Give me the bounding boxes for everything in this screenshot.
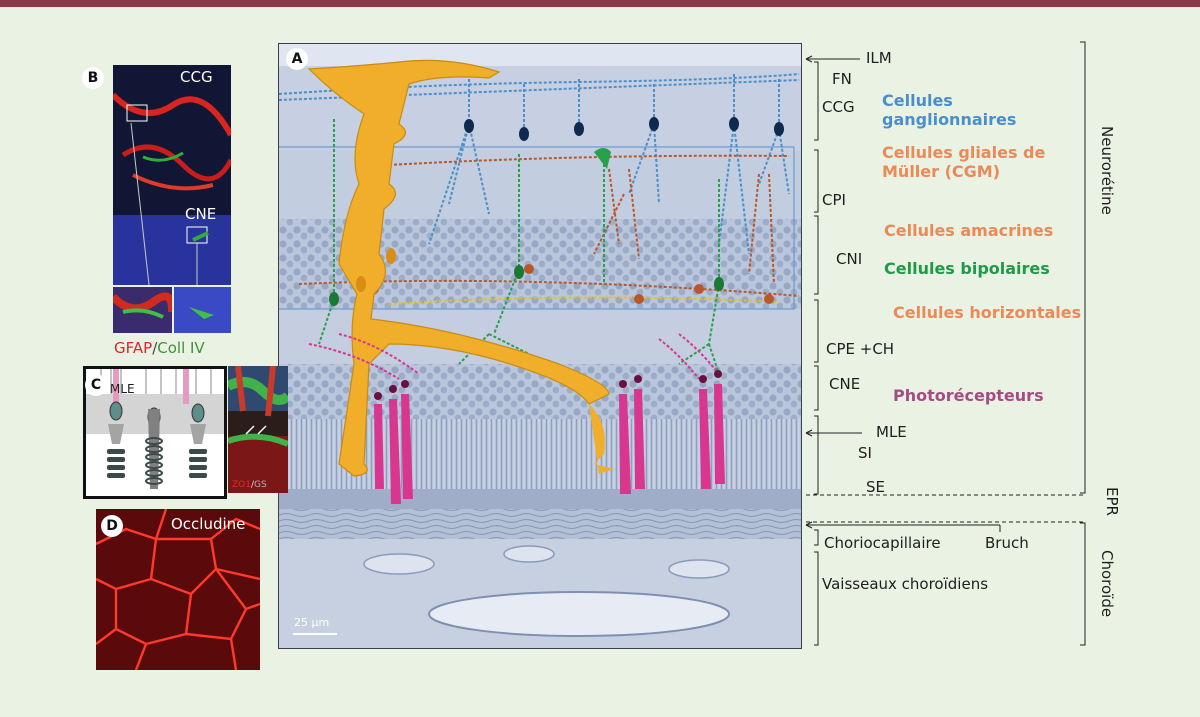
layer-cpi: CPI bbox=[822, 191, 846, 209]
label-muller-cells: Cellules gliales de Müller (CGM) bbox=[882, 143, 1046, 181]
layer-choriocapillaire: Choriocapillaire bbox=[824, 534, 941, 552]
region-choroide: Choroïde bbox=[1098, 550, 1116, 618]
panel-b-badge: B bbox=[82, 67, 104, 89]
panel-b-image bbox=[113, 65, 231, 285]
layer-fn: FN bbox=[832, 70, 852, 88]
layer-vaisseaux: Vaisseaux choroïdiens bbox=[822, 575, 989, 593]
gs-label: GS bbox=[254, 480, 267, 490]
panel-c-caption: ZO1/GS bbox=[232, 480, 267, 490]
layer-ilm: ILM bbox=[866, 49, 892, 67]
occludine-label: Occludine bbox=[171, 515, 246, 533]
panel-c-schematic bbox=[83, 366, 227, 499]
zo1-gs-staining bbox=[228, 366, 288, 493]
gfap-collagen-staining bbox=[113, 65, 231, 285]
layer-cni: CNI bbox=[836, 250, 863, 268]
layer-se: SE bbox=[866, 478, 885, 496]
panel-a-badge: A bbox=[286, 48, 308, 70]
label-amacrine-cells: Cellules amacrines bbox=[884, 221, 1054, 240]
panel-d-badge: D bbox=[101, 515, 123, 537]
retina-section-drawing bbox=[279, 44, 801, 648]
panel-c-badge: C bbox=[85, 374, 107, 396]
label-horizontal-cells: Cellules horizontales bbox=[893, 303, 1082, 322]
outer-limiting-membrane-schematic bbox=[86, 369, 224, 489]
layer-mle: MLE bbox=[876, 423, 907, 441]
caption-separator: / bbox=[152, 339, 158, 357]
label-ganglion-cells: Cellules ganglionnaires bbox=[882, 91, 1017, 129]
layer-cpe-ch: CPE +CH bbox=[826, 340, 895, 358]
occludine-staining bbox=[96, 509, 260, 670]
coll-iv-label: Coll IV bbox=[157, 339, 205, 357]
region-neuroretine: Neurorétine bbox=[1098, 126, 1116, 215]
layer-ccg: CCG bbox=[822, 98, 855, 116]
panel-b-cne-label: CNE bbox=[185, 205, 217, 223]
scale-bar-label: 25 µm bbox=[294, 616, 330, 629]
panel-d-image bbox=[96, 509, 260, 670]
panel-b-ccg-label: CCG bbox=[180, 68, 213, 86]
label-bipolar-cells: Cellules bipolaires bbox=[884, 259, 1050, 278]
layer-bruch: Bruch bbox=[985, 534, 1029, 552]
panel-c-mle-label: MLE bbox=[110, 382, 135, 396]
caption-separator-c: / bbox=[250, 480, 255, 490]
top-accent-bar bbox=[0, 0, 1200, 7]
panel-b-caption: GFAP/Coll IV bbox=[114, 339, 205, 357]
gfap-label: GFAP bbox=[114, 339, 153, 357]
label-photoreceptors: Photorécepteurs bbox=[893, 386, 1044, 405]
layer-si: SI bbox=[858, 444, 872, 462]
panel-c-micrograph bbox=[228, 366, 288, 493]
zo1-label: ZO1 bbox=[232, 480, 251, 490]
layer-cne: CNE bbox=[829, 375, 861, 393]
layer-epr: EPR bbox=[1103, 487, 1121, 516]
panel-b-inset-right bbox=[174, 287, 231, 333]
panel-a-image bbox=[278, 43, 802, 649]
panel-b-inset-left bbox=[113, 287, 172, 333]
